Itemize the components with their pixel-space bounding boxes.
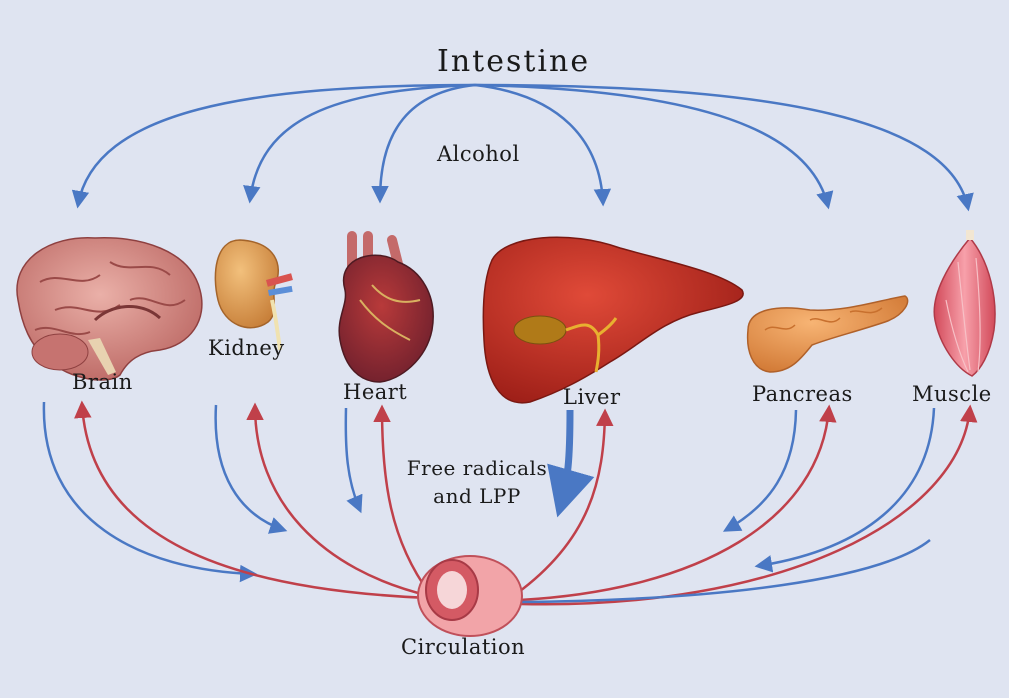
- liver-output-line1: Free radicals: [406, 456, 548, 480]
- arrow-intestine-pancreas: [474, 83, 834, 210]
- kidney-icon: [214, 239, 293, 351]
- arrow-intestine-kidney: [243, 83, 476, 204]
- hub-label: Circulation: [401, 635, 526, 659]
- organ-to-circulation-arrows: [42, 401, 936, 583]
- circulation-to-organ-arrows: [74, 400, 978, 606]
- blood-vessel-icon: [417, 555, 523, 637]
- arrow-intestine-liver: [474, 83, 612, 207]
- organ-label-liver: Liver: [563, 385, 621, 409]
- organ-label-muscle: Muscle: [912, 382, 992, 406]
- arrow-circulation-muscle: [519, 404, 978, 606]
- liver-output-line2: and LPP: [433, 484, 521, 508]
- pancreas-icon: [746, 295, 909, 373]
- arrow-kidney-circulation: [214, 404, 288, 534]
- arrow-circulation-liver: [515, 408, 614, 596]
- arrow-circulation-kidney: [246, 402, 431, 598]
- muscle-icon: [933, 230, 996, 377]
- heart-icon: [338, 231, 434, 383]
- organ-label-kidney: Kidney: [208, 336, 285, 360]
- organ-label-pancreas: Pancreas: [752, 382, 853, 406]
- diagram-title: Intestine: [437, 44, 591, 79]
- arrow-circulation-muscle-2: [519, 539, 931, 604]
- arrow-liver-circulation: [547, 409, 595, 518]
- intestine-arrows: [71, 83, 974, 212]
- liver-output-label: Free radicals and LPP: [392, 454, 562, 510]
- arrow-circulation-heart: [373, 404, 432, 595]
- source-label: Alcohol: [437, 142, 520, 166]
- arrow-intestine-brain: [71, 83, 476, 209]
- arrow-circulation-pancreas: [519, 404, 837, 602]
- arrow-muscle-circulation: [754, 407, 936, 573]
- liver-icon: [482, 236, 744, 404]
- arrow-circulation-brain: [74, 400, 431, 600]
- arrow-intestine-muscle: [474, 83, 974, 212]
- organ-label-heart: Heart: [343, 380, 408, 404]
- arrow-brain-circulation: [42, 401, 258, 583]
- arrow-heart-circulation: [344, 407, 363, 514]
- arrow-intestine-heart: [371, 83, 476, 204]
- organ-label-brain: Brain: [72, 370, 133, 394]
- arrow-pancreas-circulation: [722, 409, 798, 532]
- brain-icon: [16, 237, 203, 381]
